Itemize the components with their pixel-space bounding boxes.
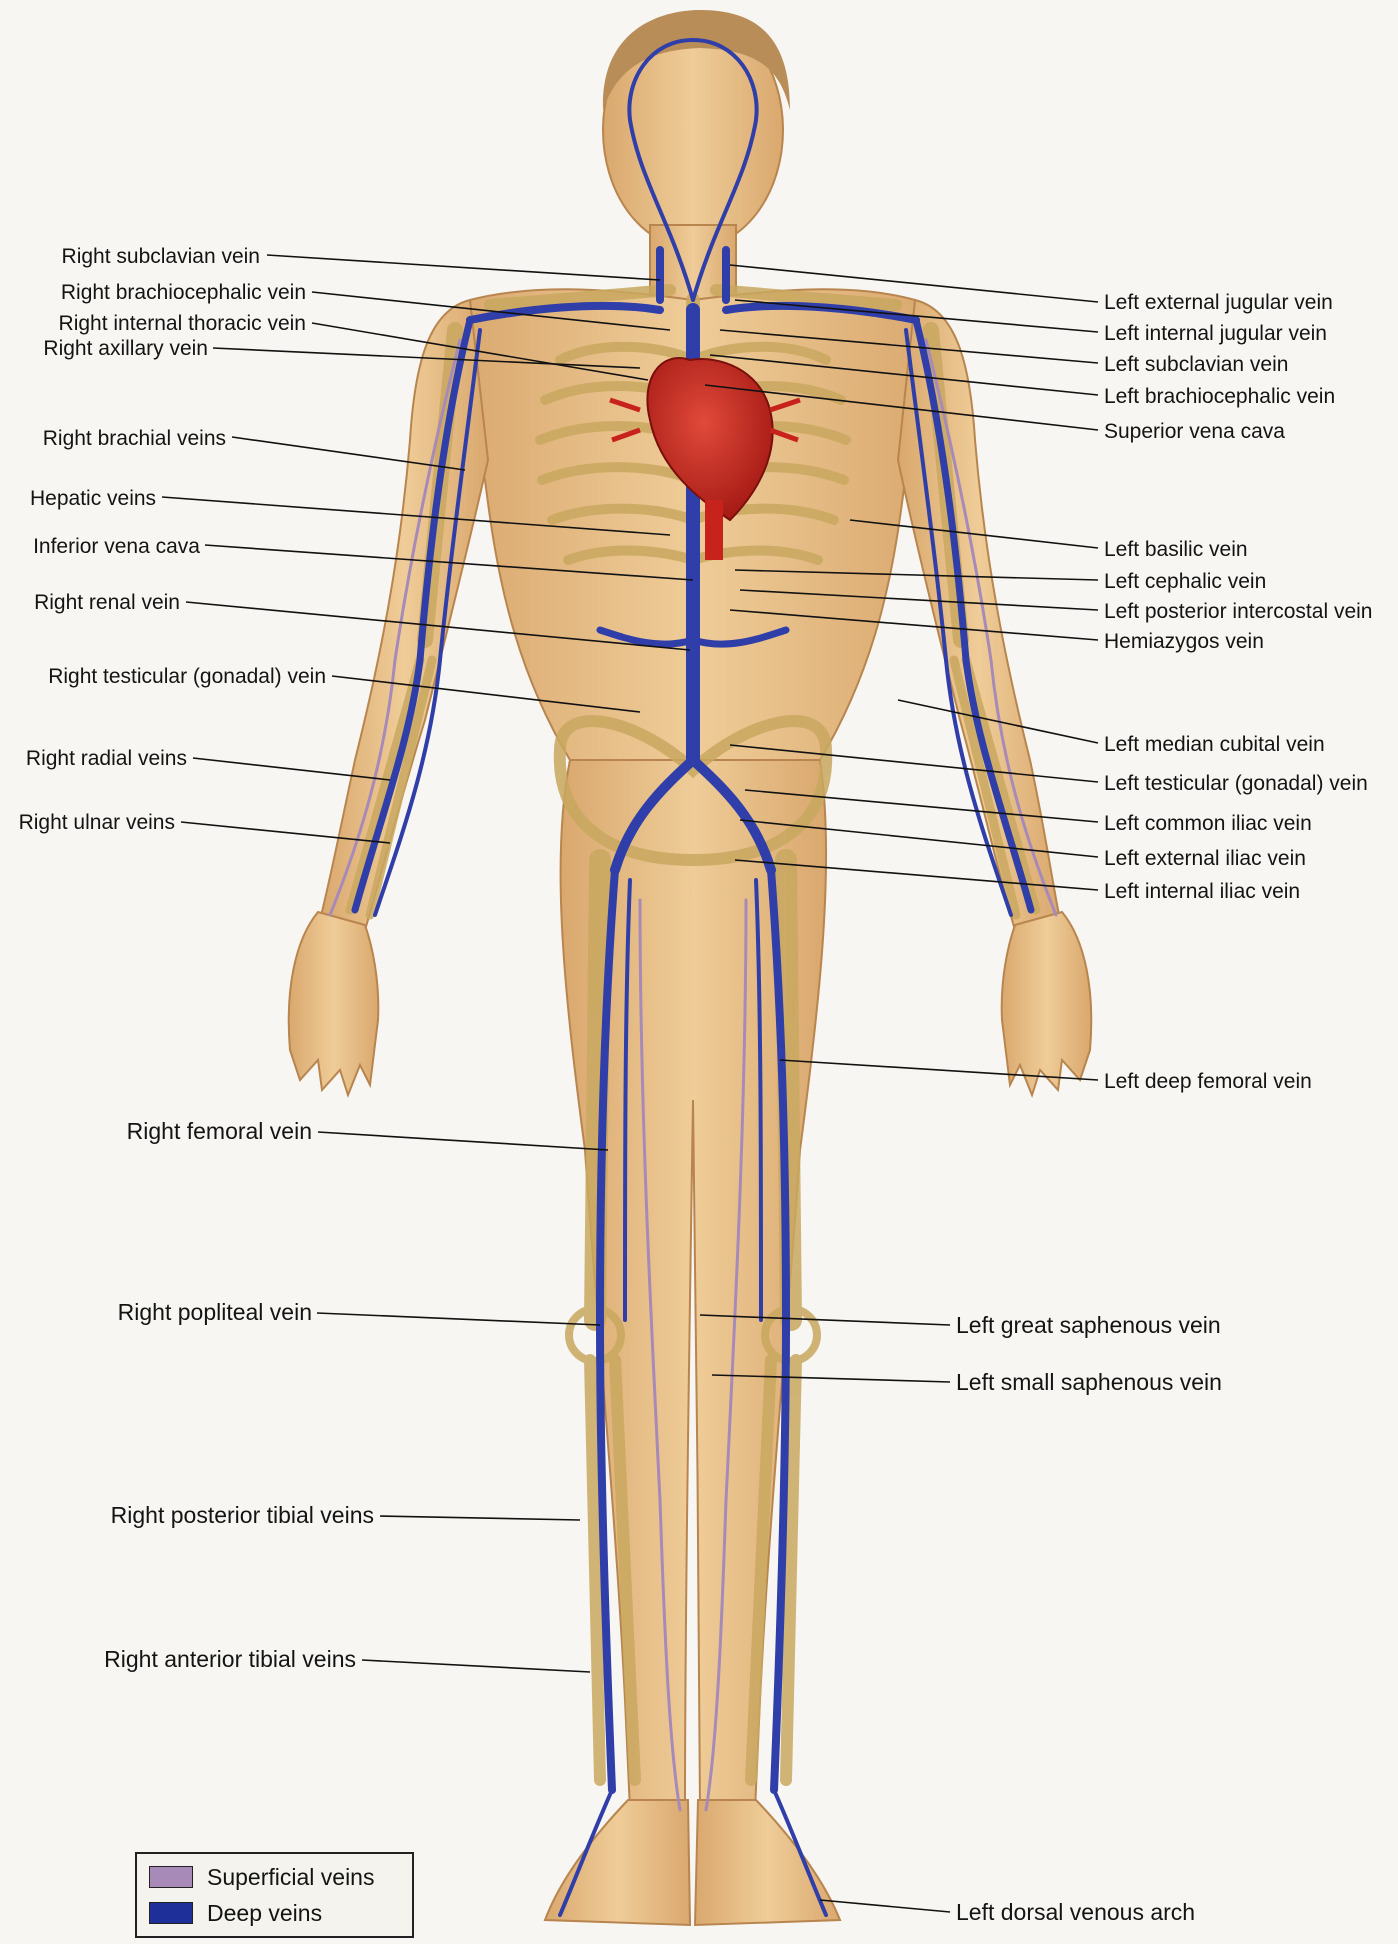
label-left-small-saphenous-vein: Left small saphenous vein <box>956 1371 1222 1394</box>
label-right-femoral-vein: Right femoral vein <box>80 1120 312 1143</box>
label-right-axillary-vein: Right axillary vein <box>40 338 208 359</box>
legend-swatch-superficial <box>149 1866 193 1888</box>
label-hemiazygos-vein: Hemiazygos vein <box>1104 631 1264 652</box>
label-right-internal-thoracic-vein: Right internal thoracic vein <box>40 313 306 334</box>
label-left-dorsal-venous-arch: Left dorsal venous arch <box>956 1901 1195 1924</box>
label-left-brachiocephalic-vein: Left brachiocephalic vein <box>1104 386 1335 407</box>
label-right-brachial-veins: Right brachial veins <box>30 428 226 449</box>
label-right-testicular-gonadal-vein: Right testicular (gonadal) vein <box>20 666 326 687</box>
legend: Superficial veins Deep veins <box>135 1852 414 1938</box>
label-right-anterior-tibial-veins: Right anterior tibial veins <box>55 1648 356 1671</box>
label-hepatic-veins: Hepatic veins <box>30 488 156 509</box>
label-right-popliteal-vein: Right popliteal vein <box>80 1301 312 1324</box>
label-left-common-iliac-vein: Left common iliac vein <box>1104 813 1312 834</box>
legend-swatch-deep <box>149 1902 193 1924</box>
label-left-deep-femoral-vein: Left deep femoral vein <box>1104 1071 1312 1092</box>
label-right-radial-veins: Right radial veins <box>15 748 187 769</box>
label-right-subclavian-vein: Right subclavian vein <box>40 246 260 267</box>
right-hand <box>289 912 379 1095</box>
legend-label-deep: Deep veins <box>207 1900 322 1927</box>
label-inferior-vena-cava: Inferior vena cava <box>30 536 200 557</box>
label-left-testicular-gonadal-vein: Left testicular (gonadal) vein <box>1104 773 1368 794</box>
label-superior-vena-cava: Superior vena cava <box>1104 421 1285 442</box>
label-right-ulnar-veins: Right ulnar veins <box>15 812 175 833</box>
label-left-subclavian-vein: Left subclavian vein <box>1104 354 1288 375</box>
label-left-external-jugular-vein: Left external jugular vein <box>1104 292 1333 313</box>
left-hand <box>1002 912 1092 1095</box>
label-right-renal-vein: Right renal vein <box>20 592 180 613</box>
label-left-great-saphenous-vein: Left great saphenous vein <box>956 1314 1221 1337</box>
label-left-external-iliac-vein: Left external iliac vein <box>1104 848 1306 869</box>
label-left-internal-iliac-vein: Left internal iliac vein <box>1104 881 1300 902</box>
label-left-median-cubital-vein: Left median cubital vein <box>1104 734 1325 755</box>
left-arm <box>898 300 1060 930</box>
label-right-brachiocephalic-vein: Right brachiocephalic vein <box>40 282 306 303</box>
label-right-posterior-tibial-veins: Right posterior tibial veins <box>60 1504 374 1527</box>
right-foot <box>545 1800 690 1925</box>
left-foot <box>695 1800 840 1925</box>
label-left-cephalic-vein: Left cephalic vein <box>1104 571 1266 592</box>
label-left-basilic-vein: Left basilic vein <box>1104 539 1248 560</box>
label-left-internal-jugular-vein: Left internal jugular vein <box>1104 323 1327 344</box>
right-arm <box>320 300 488 930</box>
legend-label-superficial: Superficial veins <box>207 1864 374 1891</box>
label-left-posterior-intercostal-vein: Left posterior intercostal vein <box>1104 601 1372 622</box>
